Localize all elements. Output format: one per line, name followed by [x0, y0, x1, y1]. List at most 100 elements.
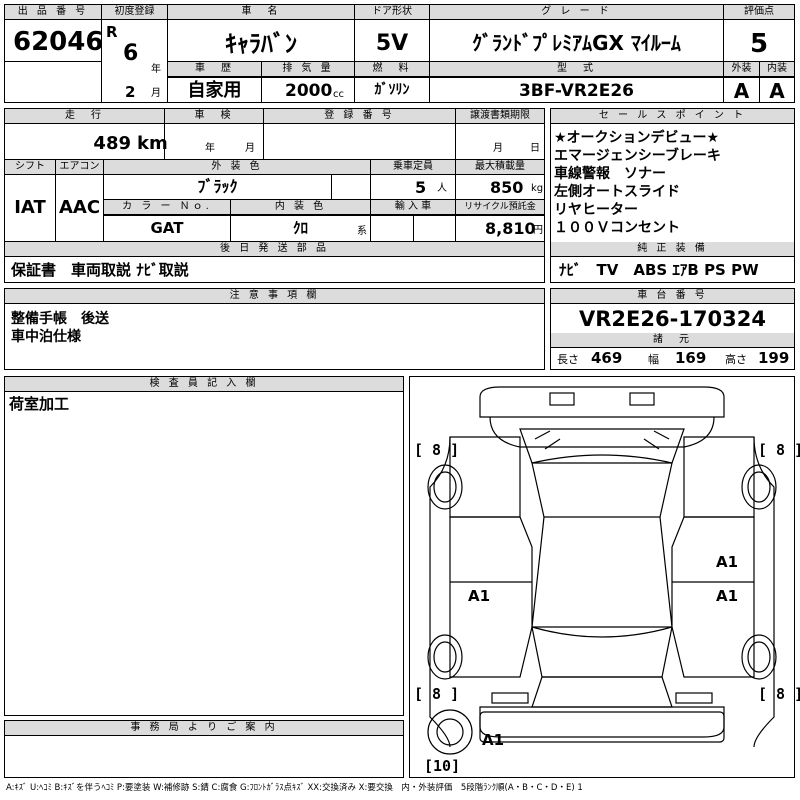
fuel: ｶﾞｿﾘﾝ — [374, 82, 410, 98]
sales-point-item: 車線警報 ソナー — [554, 166, 666, 182]
legend: A:ｷｽﾞ U:ﾍｺﾐ B:ｷｽﾞを伴うﾍｺﾐ P:要塗装 W:補修跡 S:錆 … — [6, 783, 583, 793]
era: R — [106, 23, 118, 41]
sales-point-item: １００Ｖコンセント — [554, 220, 680, 236]
length-label: 長さ — [557, 353, 579, 366]
shift: IAT — [14, 197, 46, 218]
ac: AAC — [58, 197, 101, 218]
first-reg-label: 初度登録 — [102, 5, 167, 20]
recycle-fee: 8,810 — [485, 219, 536, 238]
equipment-label: 純 正 装 備 — [551, 242, 794, 257]
damage-mark: A1 — [482, 731, 505, 749]
car-outline — [427, 386, 777, 755]
damage-mark: A1 — [716, 587, 739, 605]
model-code: 3BF-VR2E26 — [518, 81, 635, 101]
displacement-label: 排 気 量 — [262, 62, 354, 77]
grade: ｸﾞﾗﾝﾄﾞﾌﾟﾚﾐｱﾑGX ﾏｲﾙｰﾑ — [472, 31, 681, 55]
damage-mark: [ 8 ] — [758, 685, 800, 703]
mileage-unit: km — [137, 133, 168, 154]
car-diagram: [ 8 ] [ 8 ] [ 8 ] [ 8 ] [10] A1 A1 A1 A1 — [409, 376, 800, 778]
sales-points-block: セ ー ル ス ポ イ ン ト ★オークションデビュー★ エマージェンシーブレー… — [550, 108, 795, 283]
interior-color: ｸﾛ — [292, 219, 308, 237]
chassis-block: 車 台 番 号 VR2E26-170324 諸 元 長さ 469 幅 169 高… — [550, 288, 795, 370]
header-block: 出 品 番 号 62046 初度登録 R 6 年 2 月 車 名 ｷｬﾗﾊﾞﾝ … — [4, 4, 795, 103]
vehicle-info-block: 走 行 489 km 車 検 年 月 登 録 番 号 譲渡書類期限 月 日 シフ… — [4, 108, 545, 283]
reg-month: 2 — [125, 83, 136, 101]
door-type: 5V — [375, 31, 409, 56]
car-name-label: 車 名 — [168, 5, 354, 20]
sales-point-item: リヤヒーター — [554, 202, 638, 218]
sales-point-item: 左側オートスライド — [554, 184, 680, 200]
interior-grade: A — [769, 79, 785, 103]
sales-point-item: ★オークションデビュー★ — [554, 130, 720, 146]
damage-mark: A1 — [716, 553, 739, 571]
inspector-label: 検 査 員 記 入 欄 — [5, 377, 403, 392]
damage-mark: [ 8 ] — [414, 685, 460, 703]
door-label: ドア形状 — [355, 5, 429, 20]
color-no: GAT — [150, 219, 184, 237]
interior-label: 内装 — [760, 62, 794, 77]
inspector-text: 荷室加工 — [9, 395, 70, 413]
exterior-label: 外装 — [724, 62, 759, 77]
interior-color-unit: 系 — [357, 226, 367, 237]
note-line: 車中泊仕様 — [11, 329, 81, 345]
notes-list: 整備手帳 後送 車中泊仕様 — [11, 310, 109, 346]
ac-label: エアコン — [56, 160, 103, 175]
lot-number: 62046 — [13, 27, 104, 57]
transfer-month-unit: 月 — [493, 143, 503, 154]
transfer-label: 譲渡書類期限 — [456, 109, 544, 124]
inspection-label: 車 検 — [165, 109, 263, 124]
later-parts: 保証書 車両取説 ﾅﾋﾞ取説 — [11, 261, 189, 279]
displacement-unit: cc — [333, 89, 344, 100]
notes-label: 注 意 事 項 欄 — [5, 289, 544, 304]
exterior-grade: A — [733, 79, 750, 103]
damage-mark: [ 8 ] — [414, 441, 460, 459]
color: ﾌﾞﾗｯｸ — [197, 177, 238, 196]
reg-no-label: 登 録 番 号 — [264, 109, 455, 124]
recycle-label: リサイクル預託金 — [456, 200, 544, 215]
inspection-year-unit: 年 — [205, 143, 215, 154]
later-parts-label: 後 日 発 送 部 品 — [5, 242, 544, 257]
color-label: 外 装 色 — [104, 160, 370, 175]
sales-points-label: セ ー ル ス ポ イ ン ト — [551, 109, 794, 124]
fuel-label: 燃 料 — [355, 62, 429, 77]
inspection-month-unit: 月 — [245, 143, 255, 154]
damage-mark: [10] — [424, 757, 461, 775]
dims-label: 諸 元 — [551, 333, 794, 348]
import-label: 輸 入 車 — [371, 200, 455, 215]
width: 169 — [675, 349, 707, 367]
displacement: 2000 — [285, 81, 333, 101]
equipment: ﾅﾋﾞ TV ABS ｴｱB PS PW — [559, 261, 759, 279]
lot-no-label: 出 品 番 号 — [5, 5, 101, 20]
max-load: 850 — [490, 178, 524, 197]
office-label: 事 務 局 よ り ご 案 内 — [5, 721, 403, 736]
grade-label: グ レ ー ド — [430, 5, 723, 20]
width-label: 幅 — [648, 353, 659, 366]
capacity-unit: 人 — [437, 183, 447, 194]
note-line: 整備手帳 後送 — [11, 311, 109, 327]
max-load-label: 最大積載量 — [456, 160, 544, 175]
transfer-day-unit: 日 — [530, 143, 540, 154]
shift-label: シフト — [5, 160, 55, 175]
capacity: 5 — [415, 178, 427, 197]
reg-year: 6 — [123, 41, 139, 66]
chassis-label: 車 台 番 号 — [551, 289, 794, 304]
notes-block: 注 意 事 項 欄 整備手帳 後送 車中泊仕様 — [4, 288, 545, 370]
month-unit: 月 — [151, 88, 161, 99]
year-unit: 年 — [151, 64, 161, 75]
height-label: 高さ — [725, 353, 747, 366]
score: 5 — [749, 29, 769, 59]
history-label: 車 歴 — [168, 62, 261, 77]
damage-mark: A1 — [468, 587, 491, 605]
damage-mark: [ 8 ] — [758, 441, 800, 459]
chassis-number: VR2E26-170324 — [579, 307, 766, 331]
color-no-label: カ ラ ー Ｎｏ. — [104, 200, 230, 215]
length: 469 — [591, 349, 623, 367]
history: 自家用 — [187, 80, 242, 101]
interior-color-label: 内 装 色 — [231, 200, 370, 215]
inspector-block: 検 査 員 記 入 欄 荷室加工 — [4, 376, 404, 716]
car-name: ｷｬﾗﾊﾞﾝ — [225, 30, 297, 58]
sales-point-item: エマージェンシーブレーキ — [554, 148, 721, 164]
recycle-unit: 円 — [533, 225, 543, 236]
mileage: 489 — [93, 133, 131, 154]
height: 199 — [758, 349, 790, 367]
